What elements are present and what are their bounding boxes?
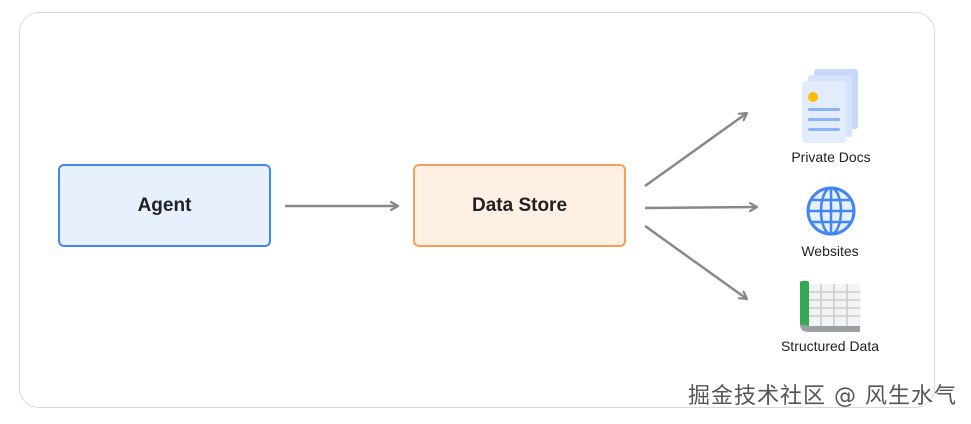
private-docs-label: Private Docs: [791, 149, 871, 165]
agent-label: Agent: [137, 194, 192, 216]
table-icon: [800, 281, 860, 332]
data-store-node: Data Store: [413, 164, 626, 247]
structured-data-label: Structured Data: [780, 338, 880, 354]
data-store-label: Data Store: [471, 194, 568, 216]
websites-label: Websites: [801, 243, 859, 259]
arrow-store-to-structured: [644, 224, 747, 299]
documents-icon: [802, 69, 858, 143]
globe-icon: [806, 186, 856, 236]
watermark: 掘金技术社区 @ 风生水气: [688, 384, 957, 409]
agent-node: Agent: [58, 164, 271, 247]
arrow-store-to-docs: [644, 113, 747, 188]
arrow-store-to-websites: [644, 207, 757, 208]
